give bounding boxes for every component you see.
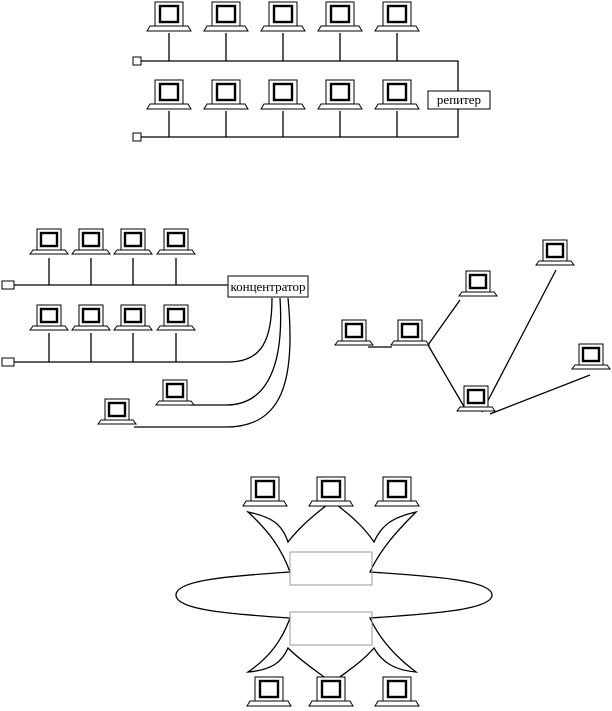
computer-icon — [145, 78, 193, 111]
computer-icon — [112, 227, 154, 256]
computer-icon — [112, 303, 154, 332]
bus-terminator-icon — [1, 357, 15, 367]
hub-box — [227, 275, 309, 298]
computer-icon — [373, 78, 421, 111]
ring-section-upper — [289, 551, 373, 586]
computer-icon — [28, 303, 70, 332]
ring-cable — [175, 500, 493, 684]
computer-icon — [316, 0, 364, 33]
hub-drop-lines-lower — [48, 333, 177, 362]
computer-icon — [70, 303, 112, 332]
repeater-box — [427, 90, 491, 110]
drop-lines-upper — [168, 33, 398, 61]
computer-icon — [534, 238, 576, 267]
computer-icon — [155, 227, 197, 256]
computer-icon — [202, 0, 250, 33]
computer-icon — [145, 0, 193, 33]
computer-icon — [245, 675, 293, 708]
computer-icon — [154, 378, 196, 407]
computer-icon — [202, 78, 250, 111]
bus-cable-lower — [141, 108, 459, 138]
ring-section-lower — [289, 611, 373, 646]
computer-icon — [96, 397, 138, 426]
hub-link-pc-a — [190, 297, 282, 406]
bus-terminator-icon — [132, 56, 142, 66]
computer-icon — [155, 303, 197, 332]
bus-with-repeater-topology: репитер — [132, 0, 491, 142]
bus-cable-upper — [141, 60, 459, 99]
mesh-topology — [333, 238, 612, 415]
hub-topology: концентратор — [1, 227, 309, 428]
computer-icon — [333, 318, 375, 347]
hub-label: концентратор — [230, 279, 305, 294]
computer-icon — [70, 227, 112, 256]
hub-link-pc-b — [134, 297, 291, 428]
computer-icon — [259, 0, 307, 33]
computer-icon — [307, 475, 355, 508]
computer-icon — [241, 475, 289, 508]
hub-bus-lower — [14, 297, 273, 363]
computer-icon — [373, 475, 421, 508]
computer-icon — [373, 0, 421, 33]
ring-topology — [175, 475, 493, 708]
computer-icon — [259, 78, 307, 111]
repeater-label: репитер — [437, 92, 481, 107]
computer-icon — [307, 675, 355, 708]
computer-icon — [316, 78, 364, 111]
bus-terminator-icon — [1, 280, 15, 290]
computer-icon — [373, 675, 421, 708]
hub-drop-lines-upper — [48, 258, 177, 285]
drop-lines-lower — [168, 111, 398, 137]
computer-icon — [389, 318, 431, 347]
computer-icon — [570, 342, 612, 371]
computer-icon — [28, 227, 70, 256]
computer-icon — [457, 269, 499, 298]
mesh-links — [368, 269, 591, 415]
bus-terminator-icon — [132, 132, 142, 142]
